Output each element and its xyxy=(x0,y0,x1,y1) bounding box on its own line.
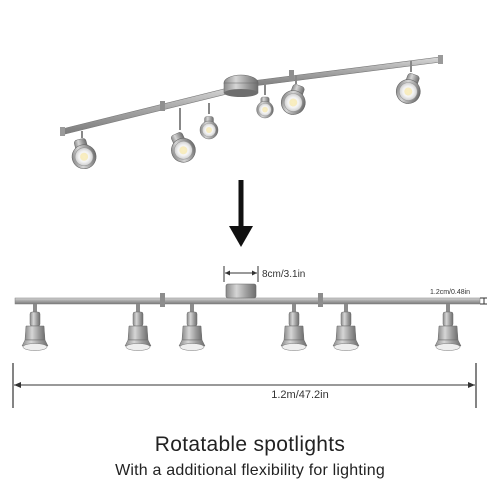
ceiling-base xyxy=(223,74,259,97)
bar-height-dimension: 1.2cm/0.48in xyxy=(430,289,487,305)
front-ceiling-base xyxy=(225,283,257,299)
front-spotlight-3 xyxy=(178,303,206,351)
spotlight-4 xyxy=(256,96,274,119)
spotlight-2 xyxy=(164,128,200,167)
front-spotlight-6 xyxy=(434,303,462,351)
front-spotlight-5 xyxy=(332,303,360,351)
spotlight-5 xyxy=(277,80,312,119)
down-arrow-icon xyxy=(229,180,253,247)
front-spotlight-1 xyxy=(21,303,49,351)
front-bar xyxy=(14,297,481,305)
spotlight-1 xyxy=(67,135,100,172)
bar-height-label: 1.2cm/0.48in xyxy=(430,289,470,296)
front-spotlight-2 xyxy=(124,303,152,351)
caption-subtitle: With a additional flexibility for lighti… xyxy=(115,462,385,479)
total-length-label: 1.2m/47.2in xyxy=(271,389,328,401)
spotlight-6 xyxy=(392,69,427,108)
spotlight-3 xyxy=(199,116,219,140)
fixture-front-view xyxy=(14,283,481,351)
base-width-dimension: 8cm/3.1in xyxy=(223,266,305,282)
caption-title: Rotatable spotlights xyxy=(154,433,346,456)
base-width-label: 8cm/3.1in xyxy=(262,269,305,280)
total-length-dimension: 1.2m/47.2in xyxy=(12,363,477,408)
fixture-perspective-view xyxy=(60,55,443,172)
front-spotlight-4 xyxy=(280,303,308,351)
